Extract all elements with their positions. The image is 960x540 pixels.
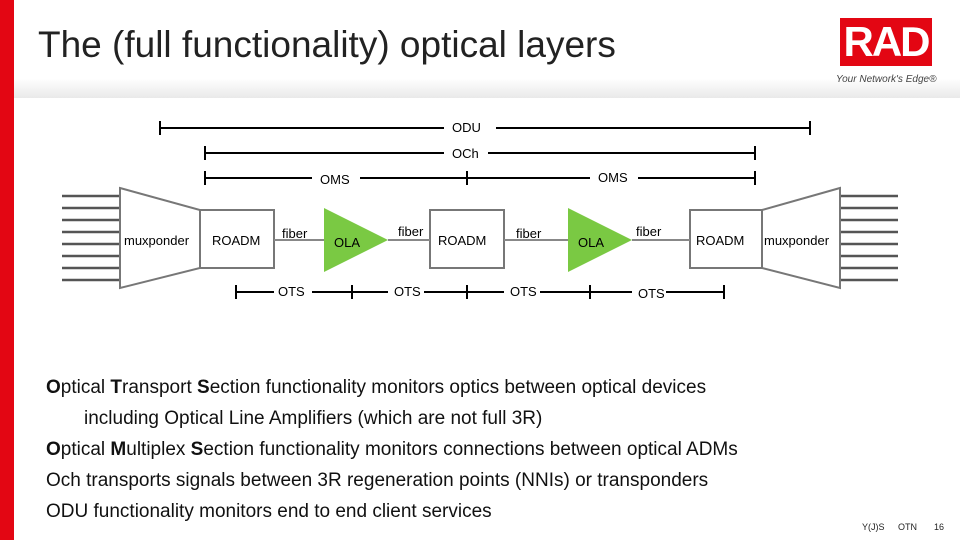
slide-title: The (full functionality) optical layers — [38, 24, 616, 65]
roadm-left-box — [199, 209, 275, 269]
ola-2-triangle — [568, 208, 632, 272]
body-line-2: including Optical Line Amplifiers (which… — [84, 408, 543, 429]
rad-logo: RAD Your Network's Edge® — [836, 18, 938, 94]
logo-text: RAD — [843, 18, 931, 65]
ots-label-4: OTS — [638, 286, 665, 301]
odu-span — [159, 121, 811, 135]
fiber-2-label: fiber — [398, 224, 424, 239]
footer-page-number: 16 — [934, 522, 945, 532]
roadm-mid-box — [429, 209, 505, 269]
fiber-1-label: fiber — [282, 226, 308, 241]
ots-label-2: OTS — [394, 284, 421, 299]
muxponder-left-label: muxponder — [124, 233, 190, 248]
client-lines-right — [840, 194, 898, 282]
title-band — [14, 0, 960, 98]
logo-box: RAD — [840, 18, 932, 66]
roadm-left-label: ROADM — [212, 233, 261, 248]
oms-left-label: OMS — [320, 172, 350, 187]
body-line-3: Optical Multiplex Section functionality … — [46, 439, 738, 460]
roadm-right-label: ROADM — [696, 233, 745, 248]
fiber-4-label: fiber — [636, 224, 662, 239]
ots-label-3: OTS — [510, 284, 537, 299]
roadm-mid-label: ROADM — [438, 233, 487, 248]
ola-1-label: OLA — [334, 235, 361, 250]
ots-label-1: OTS — [278, 284, 305, 299]
och-label: OCh — [452, 146, 479, 161]
body-line-1: Optical Transport Section functionality … — [46, 377, 707, 398]
footer-topic: OTN — [898, 522, 917, 532]
ola-2-label: OLA — [578, 235, 605, 250]
client-lines-left — [62, 194, 120, 282]
och-span — [204, 146, 756, 160]
body-line-4: Och transports signals between 3R regene… — [46, 470, 709, 491]
body-line-5: ODU functionality monitors end to end cl… — [46, 501, 492, 522]
ots-spans — [235, 285, 725, 299]
odu-label: ODU — [452, 120, 481, 135]
muxponder-right-label: muxponder — [764, 233, 830, 248]
accent-bar — [0, 0, 14, 540]
explanation-text: Optical Transport Section functionality … — [46, 372, 738, 527]
fiber-3-label: fiber — [516, 226, 542, 241]
oms-span — [204, 171, 756, 185]
oms-right-label: OMS — [598, 170, 628, 185]
ola-1-triangle — [324, 208, 388, 272]
logo-tagline: Your Network's Edge® — [836, 74, 937, 85]
footer-author: Y(J)S — [862, 522, 885, 532]
